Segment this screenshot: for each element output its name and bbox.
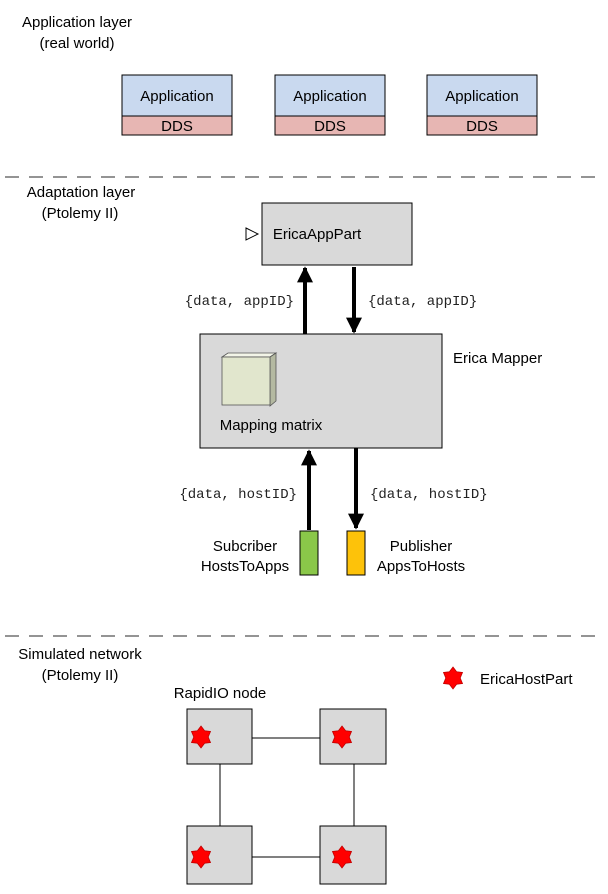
erica-mapper: Mapping matrix <box>199 333 443 449</box>
application-layer-subtitle: (real world) <box>39 35 114 52</box>
erica-app-part: EricaAppPart <box>245 202 413 266</box>
network-layer-title: Simulated network <box>18 646 142 663</box>
publisher-port <box>346 530 366 576</box>
publisher-label-line1: Publisher <box>390 538 453 555</box>
subscriber-port <box>299 530 319 576</box>
application-label: Application <box>293 88 366 105</box>
flow-label-down-app: {data, appID} <box>368 294 477 310</box>
application-node-2: Application DDS <box>274 74 386 136</box>
erica-mapper-label: Erica Mapper <box>453 350 542 367</box>
node-box <box>319 825 387 885</box>
application-box <box>121 74 233 117</box>
legend-star-icon <box>443 666 463 690</box>
dds-box <box>426 115 538 136</box>
application-label: Application <box>140 88 213 105</box>
application-layer-title: Application layer <box>22 14 132 31</box>
dds-label: DDS <box>314 118 346 135</box>
rapidio-node-bottom-left <box>186 825 253 885</box>
rapidio-node-bottom-right <box>319 825 387 885</box>
rapidio-node-top-left <box>186 708 253 765</box>
port-triangle-icon <box>245 227 260 241</box>
dds-label: DDS <box>161 118 193 135</box>
legend-label: EricaHostPart <box>480 671 573 688</box>
application-node-1: Application DDS <box>121 74 233 136</box>
node-box <box>319 708 387 765</box>
application-node-3: Application DDS <box>426 74 538 136</box>
rapidio-node-top-right <box>319 708 387 765</box>
mapping-matrix-icon <box>220 352 278 407</box>
rapidio-node-label: RapidIO node <box>174 685 267 702</box>
dds-box <box>274 115 386 136</box>
erica-app-part-box <box>261 202 413 266</box>
application-label: Application <box>445 88 518 105</box>
dds-label: DDS <box>466 118 498 135</box>
subscriber-label-line1: Subcriber <box>213 538 277 555</box>
matrix-face <box>221 356 271 406</box>
dds-box <box>121 115 233 136</box>
adaptation-layer-title: Adaptation layer <box>27 184 135 201</box>
network-layer-subtitle: (Ptolemy II) <box>42 667 119 684</box>
flow-label-up-app: {data, appID} <box>185 294 294 310</box>
erica-app-part-label: EricaAppPart <box>273 226 362 243</box>
adaptation-layer-subtitle: (Ptolemy II) <box>42 205 119 222</box>
flow-label-down-host: {data, hostID} <box>370 487 488 503</box>
flow-label-up-host: {data, hostID} <box>179 487 297 503</box>
application-box <box>426 74 538 117</box>
mapping-matrix-label: Mapping matrix <box>220 417 323 434</box>
application-box <box>274 74 386 117</box>
subscriber-label-line2: HostsToApps <box>201 558 289 575</box>
publisher-label-line2: AppsToHosts <box>377 558 465 575</box>
